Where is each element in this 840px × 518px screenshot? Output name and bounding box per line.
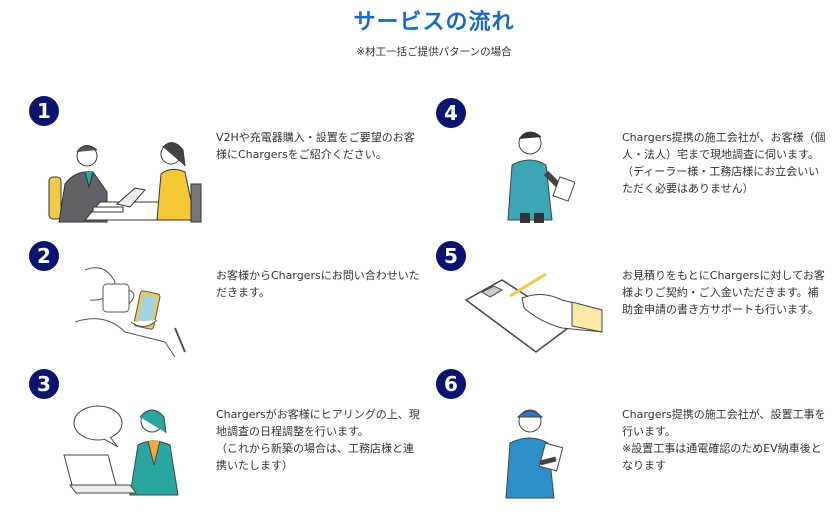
step-2-description: お客様からChargersにお問い合わせいた だきます。 [216,269,420,299]
step-4-badge: 4 [436,98,466,128]
smartphone-inquiry-illustration [74,267,186,357]
step-1-description: V2Hや充電器購入・設置をご要望のお客 様にChargersをご紹介ください。 [216,131,415,161]
step-3-badge: 3 [29,369,59,399]
step-4-description: Chargers提携の施工会社が、お客様（個 人・法人）宅まで現地調査に伺います… [622,131,826,195]
installation-worker-illustration [505,409,564,499]
site-survey-worker-illustration [507,131,576,223]
call-center-illustration [63,405,179,496]
step-3-description: Chargersがお客様にヒアリングの上、現 地調査の日程調整を行います。 （こ… [216,408,420,472]
step-1-badge: 1 [29,96,59,126]
meeting-illustration [48,142,202,223]
step-5-badge: 5 [436,241,466,271]
step-5-description: お見積りをもとにChargersに対してお客 様よりご契約・ご入金いただきます。… [622,269,825,316]
step-6-description: Chargers提携の施工会社が、設置工事を 行います。 ※設置工事は通電確認の… [622,408,826,472]
step-2-badge: 2 [29,241,59,271]
contract-signing-illustration [464,272,603,353]
step-6-badge: 6 [436,369,466,399]
page-subtitle: ※材工一括ご提供パターンの場合 [356,46,512,58]
page-title: サービスの流れ [353,10,515,35]
